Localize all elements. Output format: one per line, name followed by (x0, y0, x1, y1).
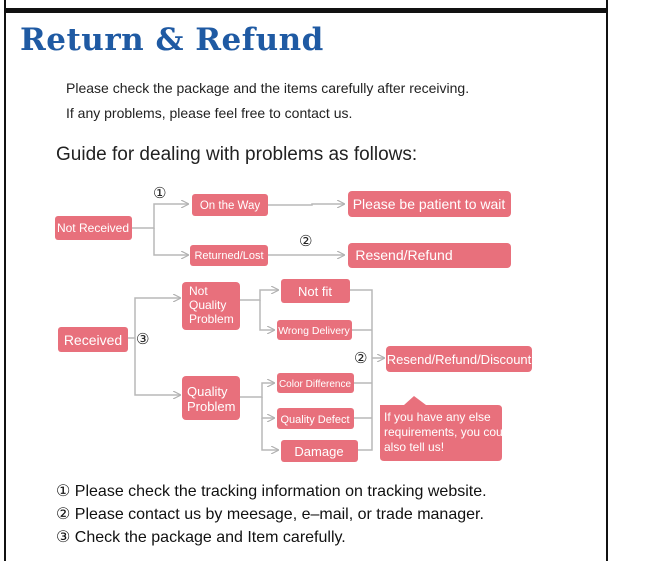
line-to-quality (134, 338, 180, 395)
marker-1: ① (153, 184, 166, 202)
label-not-received: Not Received (57, 221, 129, 235)
marker-2-top: ② (299, 232, 312, 250)
intro-line-2: If any problems, please feel free to con… (66, 105, 353, 121)
box-not-received (55, 216, 132, 240)
marker-3: ③ (136, 330, 149, 348)
label-else-1: If you have any else (384, 410, 491, 424)
label-received: Received (64, 332, 122, 348)
line-to-quality-defect (261, 397, 274, 418)
page-title: Return & Refund (20, 22, 324, 58)
line-to-wait (268, 204, 344, 205)
label-else-2: requirements, you could (384, 425, 512, 439)
label-wrong-delivery: Wrong Delivery (278, 325, 350, 337)
label-not-quality-1: Not (189, 284, 208, 298)
notes-list: ① Please check the tracking information … (56, 480, 487, 549)
box-wrong-delivery (277, 320, 352, 340)
label-color-difference: Color Difference (279, 379, 352, 390)
label-quality-1: Quality (187, 384, 228, 399)
label-not-quality-2: Quality (189, 298, 226, 312)
top-border (4, 8, 608, 13)
callout-else-requirements (380, 396, 502, 461)
box-returned-lost (190, 245, 268, 266)
box-received (58, 327, 128, 352)
label-returned-lost: Returned/Lost (194, 250, 263, 262)
line-to-on-the-way (132, 204, 188, 229)
merge-line (350, 289, 373, 451)
label-not-fit: Not fit (298, 284, 332, 299)
box-color-difference (277, 373, 354, 393)
line-to-damage (261, 418, 278, 450)
label-resend-refund-discount: Resend/Refund/Discount (387, 352, 532, 367)
page-frame (4, 0, 608, 561)
boxes (55, 191, 532, 462)
marker-2-bottom: ② (354, 349, 367, 367)
label-on-the-way: On the Way (200, 200, 261, 212)
label-damage: Damage (294, 444, 343, 459)
box-quality (182, 376, 240, 420)
markers: ① ② ③ ② (136, 184, 367, 367)
note-1: ① Please check the tracking information … (56, 483, 487, 500)
label-resend-refund: Resend/Refund (355, 247, 452, 263)
box-quality-defect (277, 408, 354, 429)
label-quality-defect: Quality Defect (280, 414, 349, 426)
guide-heading: Guide for dealing with problems as follo… (56, 144, 418, 165)
box-not-quality (182, 282, 240, 330)
box-labels: Not Received On the Way Returned/Lost Pl… (57, 196, 532, 459)
label-quality-2: Problem (187, 399, 235, 414)
label-else-3: also tell us! (384, 440, 444, 454)
box-damage (281, 440, 358, 462)
line-to-not-fit (240, 290, 278, 301)
note-3: ③ Check the package and Item carefully. (56, 529, 346, 546)
label-wait: Please be patient to wait (353, 196, 506, 212)
intro-line-1: Please check the package and the items c… (66, 80, 470, 96)
line-to-wrong-delivery (259, 300, 274, 330)
label-not-quality-3: Problem (189, 312, 234, 326)
box-not-fit (281, 279, 350, 303)
line-to-returned-lost (153, 228, 188, 255)
box-wait (348, 191, 511, 217)
box-resend-refund-discount (386, 346, 532, 372)
note-2: ② Please contact us by meesage, e–mail, … (56, 506, 484, 523)
box-on-the-way (192, 194, 268, 216)
box-resend-refund (348, 243, 511, 268)
line-to-color-difference (240, 383, 274, 398)
connectors (110, 204, 384, 450)
